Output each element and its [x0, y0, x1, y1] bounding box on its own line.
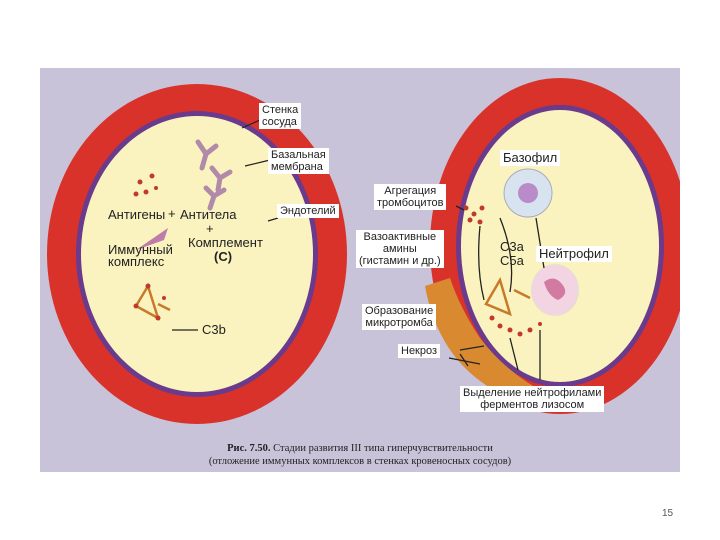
label-c5a: C5a — [500, 253, 524, 268]
deposited-antigen-dots — [133, 283, 166, 321]
neutrophil-nucleus — [544, 278, 566, 300]
label-neutrophil: Нейтрофил — [536, 246, 612, 262]
label-complement: Комплемент — [188, 235, 263, 250]
caption-figure-no: Рис. 7.50. — [227, 443, 271, 454]
label-vasoactive-amines: Вазоактивные амины (гистамин и др.) — [356, 230, 444, 268]
deposited-complex-icon — [134, 282, 171, 321]
left-label-arrows — [172, 119, 279, 331]
label-endothelium: Эндотелий — [277, 204, 339, 218]
antibody-icons — [195, 139, 233, 211]
caption-line1: Стадии развития III типа гиперчувствител… — [273, 443, 493, 454]
antigen-dots — [133, 173, 158, 197]
label-basement-membrane: Базальная мембрана — [268, 148, 329, 174]
label-basophil: Базофил — [500, 150, 561, 166]
figure: Стенка сосуда Базальная мембрана Эндотел… — [40, 68, 680, 472]
platelet-dots — [463, 205, 485, 225]
label-complement-symbol: (C) — [214, 249, 233, 264]
necrosis-zone — [425, 278, 560, 404]
figure-caption: Рис. 7.50. Стадии развития III типа гипе… — [40, 442, 680, 468]
right-label-arrows — [448, 205, 545, 380]
label-c3a: C3a — [500, 239, 524, 254]
plus-sign-2: + — [206, 221, 214, 236]
microthrombus-icon — [484, 276, 531, 317]
label-vessel-wall: Стенка сосуда — [259, 103, 302, 129]
label-immune-complex: Иммунный комплекс — [108, 242, 173, 269]
thrombus-dots — [489, 315, 542, 337]
page-number: 15 — [662, 508, 674, 519]
label-c3b: C3b — [202, 322, 226, 337]
label-antigens: Антигены — [108, 207, 166, 222]
label-platelet-aggregation: Агрегация тромбоцитов — [374, 184, 447, 210]
plus-sign-1: + — [168, 206, 176, 221]
caption-line2: (отложение иммунных комплексов в стенках… — [208, 456, 512, 467]
label-enzyme-release: Выделение нейтрофилами ферментов лизосом — [460, 386, 605, 412]
left-vessel-lumen — [81, 116, 313, 392]
basophil-nucleus — [518, 183, 538, 203]
immune-complex-icon — [136, 228, 168, 250]
label-antibodies: Антитела — [180, 207, 237, 222]
label-microthrombus: Образование микротромба — [362, 304, 437, 330]
left-vessel — [47, 84, 347, 424]
label-necrosis: Некроз — [398, 344, 441, 358]
